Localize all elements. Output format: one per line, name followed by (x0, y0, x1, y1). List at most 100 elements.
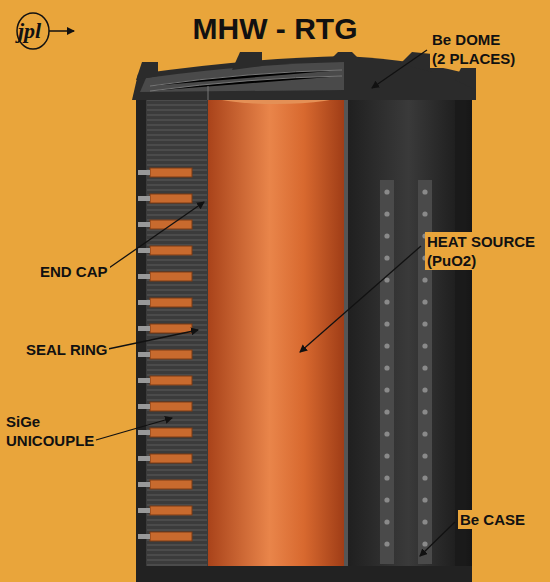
unicouple (150, 376, 192, 385)
unicouple-pin (138, 352, 150, 357)
bolt (384, 211, 389, 216)
part-label: SiGe UNICOUPLE (4, 412, 38, 450)
layer-line (147, 115, 207, 116)
bolt (384, 343, 389, 348)
layer-line (147, 375, 207, 376)
layer-line (147, 475, 207, 476)
bolt (422, 387, 427, 392)
layer-line (147, 320, 207, 321)
unicouple-pin (138, 430, 150, 435)
layer-line (147, 520, 207, 521)
base (136, 566, 472, 582)
unicouple-pin (138, 196, 150, 201)
layer-line (147, 565, 207, 566)
unicouple-pin (138, 170, 150, 175)
layer-line (147, 450, 207, 451)
bolt (384, 497, 389, 502)
layer-line (147, 165, 207, 166)
bolt (384, 453, 389, 458)
bolt (384, 233, 389, 238)
layer-line (147, 340, 207, 341)
layer-line (147, 130, 207, 131)
layer-line (147, 470, 207, 471)
be-case (345, 92, 472, 582)
unicouple-stack (138, 168, 192, 541)
unicouple-pin (138, 508, 150, 513)
bolt (422, 211, 427, 216)
bolt (422, 365, 427, 370)
layer-line (147, 260, 207, 261)
mounting-lugs (136, 52, 476, 90)
layer-line (147, 440, 207, 441)
bolt (422, 453, 427, 458)
layer-line (147, 205, 207, 206)
layer-line (147, 285, 207, 286)
layer-line (147, 415, 207, 416)
layer-line (147, 550, 207, 551)
unicouple-pin (138, 456, 150, 461)
layer-line (147, 525, 207, 526)
layer-line (147, 505, 207, 506)
unicouple-pin (138, 326, 150, 331)
unicouple (150, 298, 192, 307)
unicouple-pin (138, 222, 150, 227)
bolt (384, 409, 389, 414)
bolt (422, 321, 427, 326)
bolt (422, 409, 427, 414)
unicouple (150, 480, 192, 489)
bolt (422, 497, 427, 502)
unicouple (150, 324, 192, 333)
title: MHW - RTG (189, 12, 362, 45)
unicouple (150, 272, 192, 281)
layer-line (147, 105, 207, 106)
logo-text: jpl (16, 19, 43, 43)
part-label: END CAP (38, 262, 110, 281)
layer-line (147, 545, 207, 546)
bolt (422, 519, 427, 524)
unicouple-pin (138, 404, 150, 409)
unicouple-pin (138, 274, 150, 279)
unicouple-pin (138, 482, 150, 487)
layer-line (147, 190, 207, 191)
layer-line (147, 160, 207, 161)
bolt (384, 431, 389, 436)
bolt (422, 475, 427, 480)
unicouple (150, 506, 192, 515)
layer-line (147, 295, 207, 296)
bolt (384, 255, 389, 260)
layer-line (147, 150, 207, 151)
leader-lines (96, 50, 455, 556)
layer-line (147, 360, 207, 361)
layer-line (147, 465, 207, 466)
layer-line (147, 395, 207, 396)
layer-line (147, 230, 207, 231)
unicouple (150, 246, 192, 255)
unicouple-pin (138, 534, 150, 539)
layer-line (147, 445, 207, 446)
bolt (422, 343, 427, 348)
layer-line (147, 315, 207, 316)
layer-line (147, 290, 207, 291)
bolt (384, 321, 389, 326)
layer-line (147, 180, 207, 181)
bolt (422, 189, 427, 194)
layer-line (147, 215, 207, 216)
dome-layers (150, 70, 342, 100)
part-label: HEAT SOURCE (PuO2) (425, 232, 539, 270)
unicouple-pin (138, 378, 150, 383)
bolt (384, 387, 389, 392)
bolt (384, 541, 389, 546)
insulation-layers (147, 100, 207, 565)
layer-line (147, 245, 207, 246)
part-label: Be CASE (458, 510, 527, 529)
layer-line (147, 140, 207, 141)
layer-line (147, 400, 207, 401)
layer-line (147, 495, 207, 496)
bolt (422, 299, 427, 304)
unicouple (150, 402, 192, 411)
cooling-fins (380, 100, 465, 566)
unicouple (150, 194, 192, 203)
layer-line (147, 265, 207, 266)
bolt (422, 277, 427, 282)
